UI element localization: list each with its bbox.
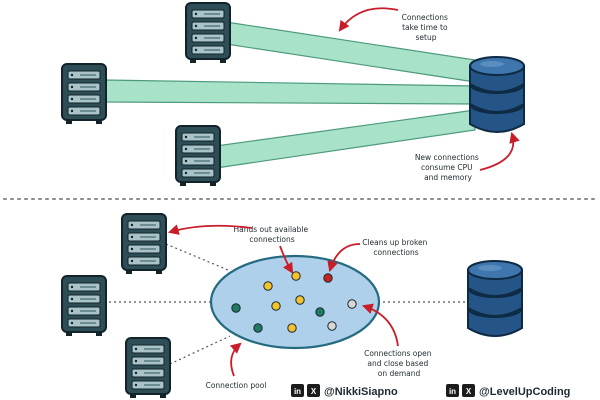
annotation-setup: Connections take time to setup	[402, 13, 451, 42]
bottom-section: Hands out available connections Cleans u…	[61, 213, 523, 399]
server-icon	[185, 2, 231, 64]
connection-band-middle	[103, 79, 476, 105]
connection-dot-available	[271, 301, 281, 311]
connection-dot-in-use	[231, 303, 241, 313]
server-icon	[61, 275, 107, 337]
server-icon	[125, 337, 171, 399]
connection-dot-idle	[327, 321, 337, 331]
linkedin-icon[interactable]	[446, 384, 459, 397]
server-icon	[175, 125, 221, 187]
annotation-resources: New connections consume CPU and memory	[415, 153, 481, 182]
database-icon	[467, 260, 523, 337]
top-section: Connections take time to setup New conne…	[61, 2, 525, 187]
publisher-credit[interactable]: in X @LevelUpCoding	[446, 384, 570, 398]
annotation-arrow	[279, 245, 294, 274]
connection-pool	[209, 254, 381, 350]
x-icon[interactable]	[462, 384, 475, 397]
annotation-arrow	[338, 7, 399, 32]
connection-link	[169, 335, 231, 365]
annotation-cleanup: Cleans up broken connections	[362, 238, 430, 257]
connection-dot-in-use	[315, 307, 325, 317]
annotation-hands-out: Hands out available connections	[234, 225, 311, 244]
annotation-arrow	[361, 303, 399, 347]
annotation-arrow	[229, 342, 242, 377]
connection-link	[165, 243, 229, 271]
connection-dot-in-use	[253, 323, 263, 333]
annotation-arrow	[167, 224, 253, 235]
x-icon[interactable]	[307, 384, 320, 397]
linkedin-icon[interactable]	[291, 384, 304, 397]
connection-dot-available	[295, 295, 305, 305]
server-icon	[61, 63, 107, 125]
author-handle[interactable]: @NikkiSiapno	[324, 386, 398, 398]
annotation-arrow	[479, 131, 520, 171]
label-connection-pool: Connection pool	[206, 381, 267, 390]
publisher-handle[interactable]: @LevelUpCoding	[479, 386, 570, 398]
footer: in X @NikkiSiapno in X @LevelUpCoding	[291, 384, 570, 398]
linkedin-glyph: in	[449, 387, 456, 396]
pool-connections	[231, 271, 357, 333]
database-icon	[469, 56, 525, 133]
annotation-open-close: Connections open and close based on dema…	[364, 349, 434, 378]
connection-dot-available	[287, 323, 297, 333]
server-icon	[121, 213, 167, 275]
x-glyph: X	[466, 387, 472, 396]
connection-dot-available	[263, 281, 273, 291]
linkedin-glyph: in	[294, 387, 301, 396]
connection-dot-idle	[347, 299, 357, 309]
x-glyph: X	[311, 387, 317, 396]
connection-dot-broken	[323, 273, 333, 283]
connection-dot-available	[291, 271, 301, 281]
author-credit[interactable]: in X @NikkiSiapno	[291, 384, 398, 398]
annotation-arrow	[327, 243, 361, 273]
